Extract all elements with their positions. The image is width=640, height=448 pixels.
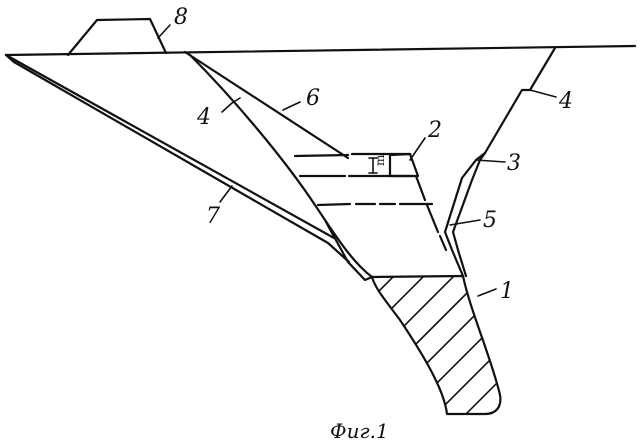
mound-8	[68, 19, 166, 55]
pit-wall-left-4	[190, 55, 372, 277]
leader-lines	[158, 25, 556, 296]
ground-surface-line	[6, 46, 635, 55]
dimension-label: m	[373, 154, 387, 166]
label-4-left: 4	[196, 105, 211, 130]
label-4-right: 4	[558, 89, 573, 114]
label-2: 2	[427, 118, 442, 143]
inclined-slope-7	[6, 55, 349, 262]
label-5: 5	[483, 208, 497, 233]
label-6: 6	[306, 86, 320, 111]
label-1: 1	[500, 279, 514, 304]
element-2	[390, 154, 418, 176]
figure-caption: Фиг.1	[330, 419, 389, 443]
label-7: 7	[206, 204, 220, 229]
label-3: 3	[507, 151, 521, 176]
label-8: 8	[174, 5, 188, 30]
dimension-marker: m	[369, 154, 387, 173]
mining-horizons	[295, 154, 446, 250]
